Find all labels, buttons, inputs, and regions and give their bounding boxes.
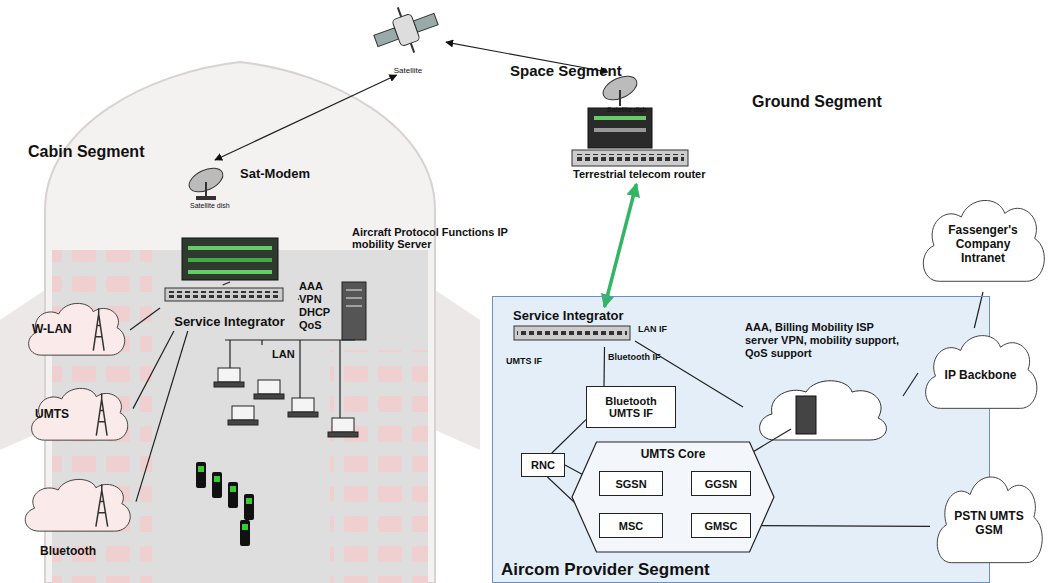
- node-text: IP Backbone: [945, 368, 1017, 382]
- node-text: Fassenger's Company Intranet: [933, 223, 1033, 265]
- connector-line: [603, 347, 605, 386]
- node-text: Satellite dish: [190, 202, 230, 209]
- node-outline: [18, 474, 136, 538]
- interface-label: LAN IF: [638, 324, 667, 334]
- interface-label: UMTS IF: [506, 356, 542, 366]
- provider-region: Aircom Provider Segment Service Integrato…: [492, 296, 990, 583]
- connector-line: [903, 373, 918, 396]
- service-integrator: Service Integrator: [160, 285, 299, 331]
- cloud-outline: [937, 477, 1042, 563]
- connector-line: [223, 282, 230, 285]
- node-text: AAA VPN DHCP QoS: [299, 280, 339, 332]
- node-text: Service Integrator: [513, 308, 624, 323]
- node-text: Aircom Provider Segment: [501, 560, 710, 580]
- network-cloud: PSTN UMTS GSM: [930, 468, 1048, 574]
- radio-cloud: Bluetooth: [18, 474, 136, 566]
- node-text: Bluetooth UMTS IF: [591, 395, 671, 419]
- cabin-switch: [165, 288, 283, 301]
- process-box: MSC: [599, 513, 663, 538]
- cloud-outline: [25, 479, 130, 531]
- node-text: SGSN: [615, 478, 646, 490]
- node-text: Terrestrial telecom router: [573, 168, 705, 180]
- isp-server-node: AAA, Billing Mobility ISP server VPN, mo…: [743, 319, 903, 429]
- satellite-icon: [368, 0, 445, 63]
- node-text: UMTS Core: [571, 447, 775, 461]
- node-text: GGSN: [705, 478, 737, 490]
- process-box: GGSN: [691, 471, 751, 496]
- node-text: UMTS: [35, 407, 69, 421]
- cabin-satellite-dish: [185, 163, 226, 200]
- laptops: [214, 368, 358, 437]
- cloud-outline: [32, 388, 128, 440]
- connector-line: [552, 420, 586, 453]
- server-node: AAA VPN DHCP QoS: [298, 278, 368, 350]
- mobile-phones: [196, 462, 254, 546]
- node-text: Service Integrator: [160, 314, 299, 329]
- connector-line: [215, 75, 397, 160]
- aircraft-wing: [435, 290, 480, 450]
- node-text: AAA, Billing Mobility ISP server VPN, mo…: [745, 321, 901, 360]
- node-text: W-LAN: [32, 322, 72, 336]
- node-text: Satellite dish: [607, 106, 647, 113]
- radio-tower: [96, 484, 108, 526]
- aircom-switch: [514, 326, 630, 340]
- network-label: LAN: [272, 348, 295, 360]
- cloud-outline: [923, 200, 1044, 281]
- service-integrator: Service Integrator: [513, 307, 635, 347]
- node-text: Bluetooth: [40, 544, 96, 558]
- isp-cloud: [760, 381, 887, 440]
- radio-tower: [96, 393, 107, 435]
- segment-label: Cabin Segment: [28, 143, 144, 161]
- connector-line: [298, 298, 299, 300]
- node-text: RNC: [531, 459, 555, 471]
- cloud-outline: [29, 303, 125, 355]
- process-box: SGSN: [599, 471, 663, 496]
- sat-modem-device: [182, 238, 278, 280]
- server-slots: [346, 290, 362, 306]
- connector-line: [751, 525, 930, 527]
- radio-cloud: UMTS: [25, 383, 133, 447]
- cloud-outline: [926, 336, 1037, 409]
- node-text: Satellite: [370, 66, 446, 75]
- process-box: GMSC: [691, 513, 751, 538]
- satellite-node: Satellite: [370, 2, 446, 75]
- network-cloud: Fassenger's Company Intranet: [915, 192, 1051, 292]
- segment-label: Space Segment: [510, 62, 622, 79]
- node-text: MSC: [619, 520, 643, 532]
- ground-link-arrow: [605, 184, 637, 307]
- ground-router: [572, 108, 688, 166]
- connector-line: [130, 308, 160, 330]
- function-label: Aircraft Protocol Functions IP mobility …: [352, 226, 517, 250]
- seat-rows: [330, 350, 428, 583]
- cabin-server: [342, 282, 366, 340]
- isp-server: [796, 396, 816, 434]
- connector-line: [974, 292, 983, 328]
- aircom-region-fill: [492, 296, 990, 583]
- process-box: RNC: [521, 453, 565, 477]
- network-cloud: IP Backbone: [918, 328, 1043, 418]
- node-text: GMSC: [705, 520, 738, 532]
- segment-label: Ground Segment: [752, 93, 882, 111]
- interface-label: Bluetooth IF: [608, 352, 661, 362]
- connector-line: [136, 331, 188, 502]
- radio-tower: [93, 308, 104, 350]
- core-hexagon: UMTS CoreSGSN GGSN MSC GMSC: [571, 441, 775, 553]
- process-box: Bluetooth UMTS IF: [586, 386, 676, 428]
- sat-modem-node: Sat-ModemSatellite dish: [170, 160, 320, 282]
- node-text: PSTN UMTS GSM: [948, 509, 1030, 537]
- node-text: Sat-Modem: [240, 166, 310, 181]
- radio-cloud: W-LAN: [22, 298, 130, 362]
- ground-station-node: Satellite dishTerrestrial telecom router: [565, 72, 735, 184]
